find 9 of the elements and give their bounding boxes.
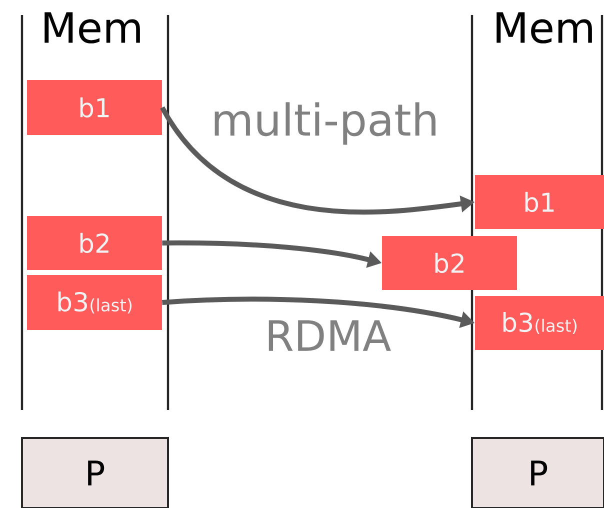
path-label: RDMA	[268, 320, 391, 351]
memory-block: b1	[475, 175, 604, 229]
memory-heading: Mem	[496, 12, 592, 44]
memory-block: b2	[382, 236, 517, 290]
processor-box: P	[21, 437, 169, 508]
processor-box: P	[471, 437, 604, 508]
memory-block: b1	[27, 80, 162, 135]
path-label: multi-path	[214, 102, 436, 145]
memory-block: b2	[27, 216, 162, 270]
